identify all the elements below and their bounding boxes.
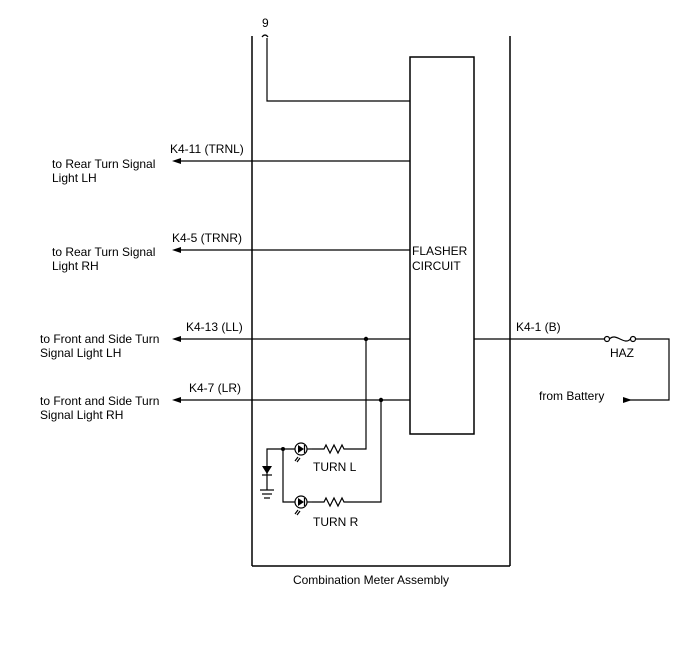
turn-r-led-diode xyxy=(298,498,304,506)
turn-l-branch-wire xyxy=(350,339,367,450)
dest-rear-rh-line2: Light RH xyxy=(52,259,99,273)
pin-9-wire xyxy=(266,38,410,102)
trnl-arrow xyxy=(172,158,181,164)
dest-rear-lh-line2: Light LH xyxy=(52,171,97,185)
turn-r-light-rays xyxy=(294,509,301,516)
ll-arrow xyxy=(172,336,181,342)
turn-l-label: TURN L xyxy=(313,460,357,474)
dest-front-rh-line1: to Front and Side Turn xyxy=(40,394,159,408)
turn-l-led-diode xyxy=(298,445,304,453)
assembly-label: Combination Meter Assembly xyxy=(293,573,449,587)
connector-lr: K4-7 (LR) xyxy=(189,381,241,395)
ground-return xyxy=(260,447,295,503)
connector-trnl: K4-11 (TRNL) xyxy=(170,142,244,156)
flasher-label-line1: FLASHER xyxy=(412,244,468,258)
fuse-label: HAZ xyxy=(610,346,634,360)
trnr-arrow xyxy=(172,247,181,253)
turn-l-light-rays xyxy=(294,456,301,463)
meter-assembly-outline xyxy=(251,36,511,567)
pin-9-terminal xyxy=(261,34,269,38)
flasher-circuit-box xyxy=(409,56,475,435)
battery-label: from Battery xyxy=(539,389,604,403)
diode-icon xyxy=(262,466,272,474)
dest-rear-lh-line1: to Rear Turn Signal xyxy=(52,157,155,171)
turn-r-resistor xyxy=(312,496,350,508)
turn-l-indicator xyxy=(294,442,350,463)
flasher-label-line2: CIRCUIT xyxy=(412,259,461,273)
dest-front-lh-line1: to Front and Side Turn xyxy=(40,332,159,346)
turn-l-resistor xyxy=(312,443,350,455)
fuse-icon xyxy=(603,335,637,343)
dest-front-rh-line2: Signal Light RH xyxy=(40,408,123,422)
connector-ll: K4-13 (LL) xyxy=(186,320,243,334)
pin-9-label: 9 xyxy=(262,16,269,30)
lr-arrow xyxy=(172,397,181,403)
battery-arrow xyxy=(623,397,632,403)
connector-trnr: K4-5 (TRNR) xyxy=(172,231,242,245)
turn-r-indicator xyxy=(294,495,350,516)
dest-rear-rh-line1: to Rear Turn Signal xyxy=(52,245,155,259)
ground-icon xyxy=(260,489,274,499)
battery-wire xyxy=(625,338,670,401)
turn-r-branch-wire xyxy=(350,400,382,503)
connector-b: K4-1 (B) xyxy=(516,320,561,334)
dest-front-lh-line2: Signal Light LH xyxy=(40,346,121,360)
turn-r-label: TURN R xyxy=(313,515,359,529)
